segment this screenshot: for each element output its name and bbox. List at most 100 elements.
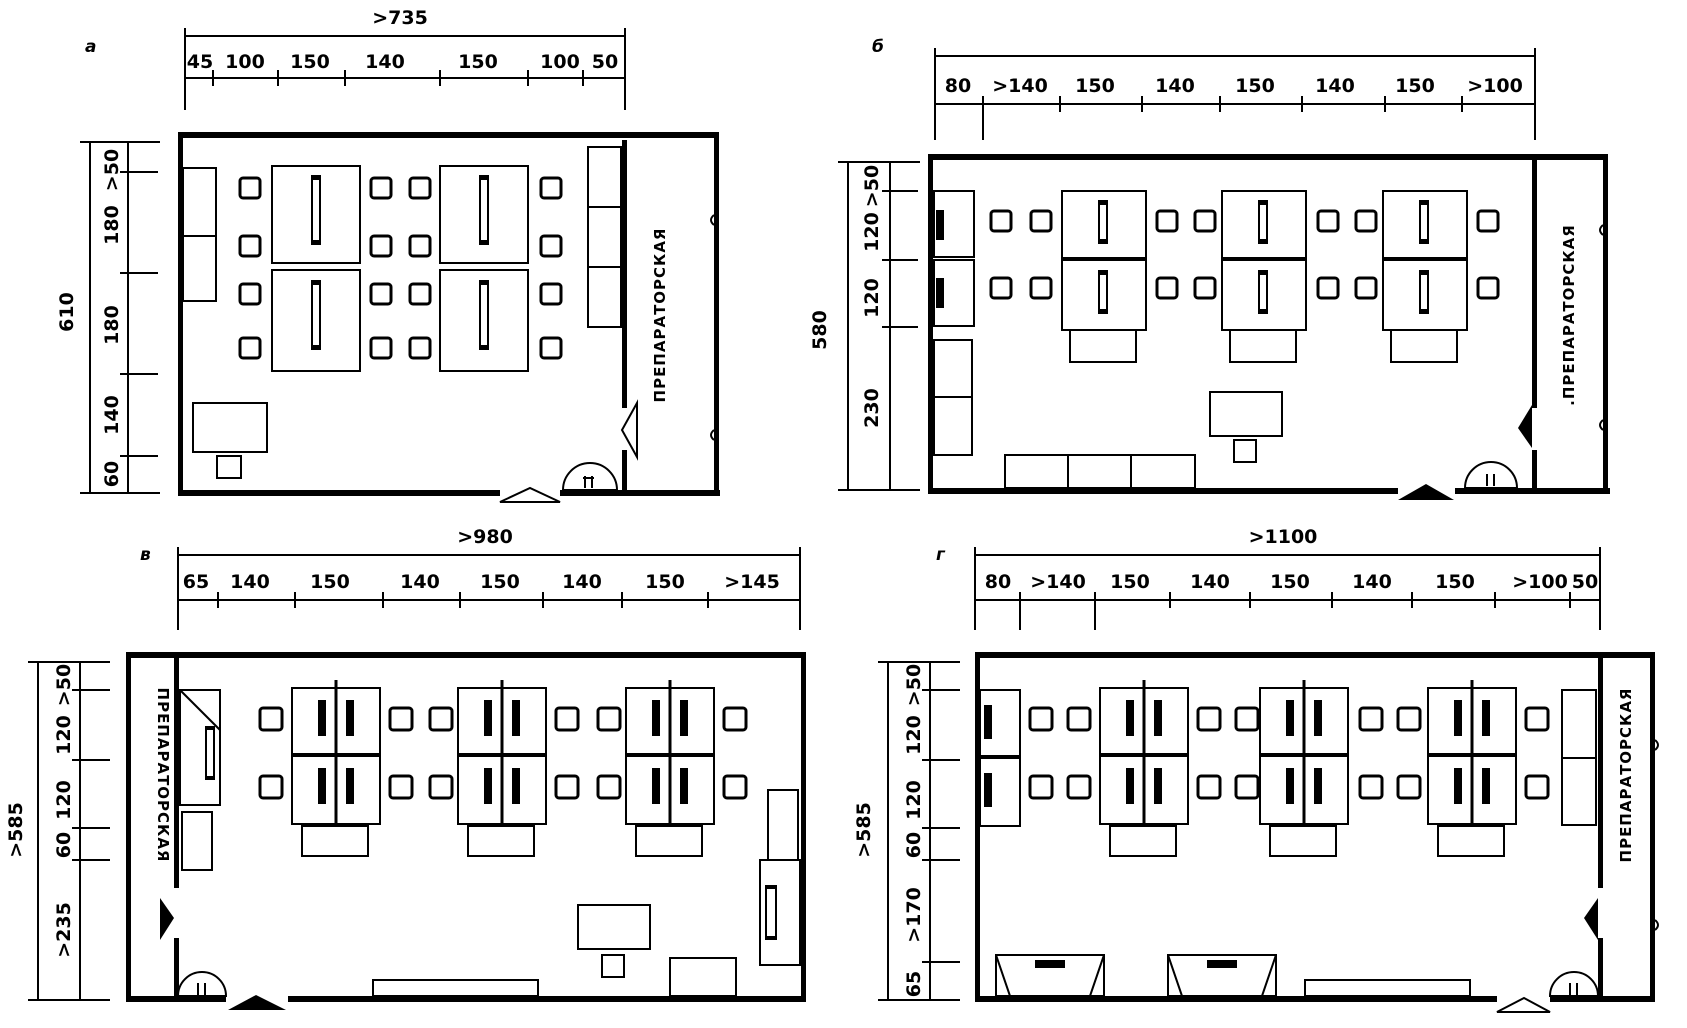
plan-c-total-height: >585 [5,802,27,858]
plan-c-letter: в [140,545,151,565]
dim-label: 60 [101,461,123,487]
plan-b: б 80 >140 150 140 150 140 150 >100 580 [809,37,1610,500]
dim-label: 60 [903,832,925,858]
plan-a: а >735 45 100 150 140 150 100 50 610 [56,7,720,503]
dim-label: 150 [290,51,330,73]
dim-label: 140 [230,571,270,593]
lab-table-group [271,165,529,372]
teacher-desk [1209,391,1283,437]
dim-label: >50 [101,149,123,191]
plan-b-side-dims: >50 120 120 230 [861,165,883,428]
plan-d: г >1100 80 >140 150 140 150 140 150 >100… [853,526,1659,1013]
entry-triangle-icon [499,486,561,503]
wall [622,450,627,496]
door-swing-icon [1584,898,1598,940]
dim-label: >100 [1467,75,1523,97]
teacher-desk [192,402,268,453]
plan-b-letter: б [872,37,884,57]
dim-label: 100 [225,51,265,73]
dim-label: 140 [1190,571,1230,593]
sink-icon [561,462,619,491]
dim-label: >170 [903,887,925,943]
wall [714,132,719,496]
dim-label: 80 [985,571,1011,593]
wall [178,132,718,138]
dim-label: >100 [1512,571,1568,593]
dim-label: 120 [53,715,75,755]
wall [622,140,627,408]
plan-a-top-dims: 45 100 150 140 150 100 50 [187,51,618,73]
dim-label: 180 [101,305,123,345]
entry-triangle-icon [1496,996,1551,1013]
dim-label: 180 [101,205,123,245]
dim-label: 150 [1110,571,1150,593]
plan-b-top-dims: 80 >140 150 140 150 140 150 >100 [945,75,1523,97]
plan-c-total-width: >980 [457,526,513,548]
plan-b-total-height: 580 [809,310,831,350]
dim-label: 150 [458,51,498,73]
dim-label: 150 [645,571,685,593]
dim-label: 140 [1315,75,1355,97]
plan-d-total-width: >1100 [1249,526,1318,548]
dim-label: 120 [903,715,925,755]
sink-icon [176,971,228,997]
wall [178,490,500,496]
plan-d-letter: г [936,545,946,565]
dim-label: >145 [724,571,780,593]
dim-label: >140 [992,75,1048,97]
dim-label: 140 [1155,75,1195,97]
sink-icon [1463,461,1519,489]
dim-label: 80 [945,75,971,97]
dim-label: >50 [861,165,883,207]
dim-label: 140 [400,571,440,593]
dim-label: 150 [1075,75,1115,97]
plan-a-total-width: >735 [372,7,428,29]
plan-b-room-label: .ПРЕПАРАТОРСКАЯ [1560,224,1578,406]
dim-label: 120 [53,780,75,820]
dim-label: 120 [861,278,883,318]
plan-d-side-dims: >50 120 120 60 >170 65 [903,664,925,997]
wall [560,490,720,496]
dim-label: 150 [1435,571,1475,593]
dim-label: >50 [903,664,925,706]
dim-label: 140 [562,571,602,593]
plan-c-top-dims: 65 140 150 140 150 140 150 >145 [183,571,780,593]
plan-c-side-dims: >50 120 120 60 >235 [53,664,75,958]
plan-c-room-label: ПРЕПАРАТОРСКАЯ [154,688,172,863]
dim-label: 230 [861,388,883,428]
dim-label: 150 [1395,75,1435,97]
plan-c: в >980 65 140 150 140 150 140 150 >145 >… [5,526,806,1010]
plan-a-side-dims: >50 180 180 140 60 [101,149,123,487]
entry-triangle-icon [228,995,286,1010]
door-swing-icon [620,399,638,461]
dim-label: 150 [1270,571,1310,593]
dim-label: 65 [183,571,209,593]
plan-a-room-label: ПРЕПАРАТОРСКАЯ [651,228,669,403]
lab-table-group [1099,680,1517,857]
dim-label: 150 [480,571,520,593]
dim-label: 140 [1352,571,1392,593]
dim-label: >235 [53,902,75,958]
dim-label: >140 [1030,571,1086,593]
plan-a-letter: а [85,37,96,57]
dim-label: 45 [187,51,213,73]
dim-label: 140 [365,51,405,73]
teacher-desk [577,904,651,950]
entry-triangle-icon [1398,484,1454,500]
plan-a-total-height: 610 [56,292,78,332]
dim-label: 120 [903,780,925,820]
lab-table-group [1061,190,1468,363]
dim-label: 50 [592,51,618,73]
dim-label: >50 [53,664,75,706]
plan-d-total-height: >585 [853,802,875,858]
lab-table-group [291,680,715,857]
dim-label: 150 [310,571,350,593]
plan-d-room-label: ПРЕПАРАТОРСКАЯ [1617,688,1635,863]
wall [178,132,183,496]
plan-d-top-dims: 80 >140 150 140 150 140 150 >100 50 [985,571,1598,593]
dim-label: 140 [101,395,123,435]
dim-label: 65 [903,971,925,997]
sink-icon [1548,971,1600,997]
door-swing-icon [1518,405,1532,448]
